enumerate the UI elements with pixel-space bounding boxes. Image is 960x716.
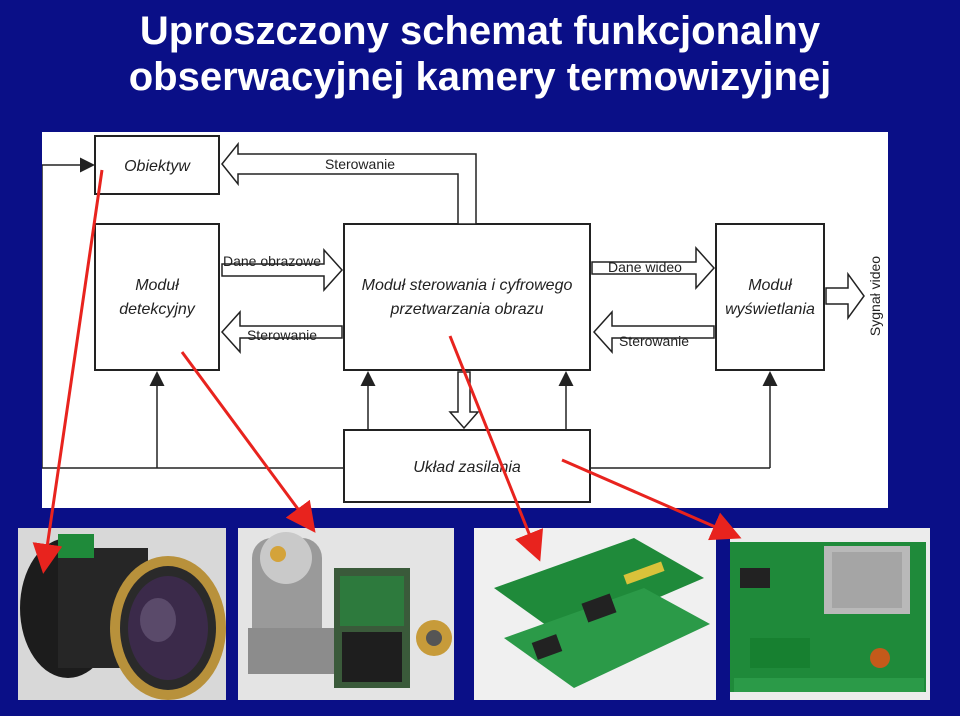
arrow-to-processing: [448, 335, 544, 562]
modul-detekcyjny-block: [94, 223, 220, 371]
arrow-to-detector: [180, 351, 316, 533]
modul-sterowania-label-1: Moduł sterowania i cyfrowego: [362, 277, 573, 294]
processing-board-photo: [474, 528, 716, 700]
uklad-zasilania-label: Układ zasilania: [413, 459, 521, 476]
dane-obrazowe-label: Dane obrazowe: [223, 253, 321, 269]
sterowanie-right-label: Sterowanie: [619, 333, 689, 349]
dane-wideo-label: Dane wideo: [608, 259, 682, 275]
modul-wyswietlania-block: [715, 223, 825, 371]
detector-module-photo: [238, 528, 454, 700]
sygnal-video-arrow: [825, 271, 865, 321]
modul-sterowania-block: [343, 223, 591, 371]
sygnal-video-label: Sygnał video: [867, 256, 883, 336]
modul-detekcyjny-label-1: Moduł: [135, 277, 179, 294]
control-to-power-arrow: [448, 371, 480, 430]
obiektyw-block: [94, 135, 220, 195]
sterowanie-top-arrow: [221, 141, 477, 225]
obiektyw-label: Obiektyw: [124, 158, 191, 175]
title-line-2: obserwacyjnej kamery termowizyjnej: [128, 55, 832, 99]
modul-detekcyjny-label-2: detekcyjny: [119, 301, 196, 318]
sterowanie-top-label: Sterowanie: [325, 156, 395, 172]
display-module-photo: [730, 528, 930, 700]
dane-wideo-arrow: [591, 246, 716, 290]
modul-wyswietlania-label-2: wyświetlania: [725, 301, 815, 318]
sterowanie-left-label: Sterowanie: [247, 327, 317, 343]
block-diagram: Obiektyw Sterowanie Moduł detekcyjny Dan…: [41, 132, 888, 508]
title-line-1: Uproszczony schemat funkcjonalny: [139, 9, 821, 53]
modul-wyswietlania-label-1: Moduł: [748, 277, 792, 294]
uklad-zasilania-block: [343, 429, 591, 503]
modul-sterowania-label-2: przetwarzania obrazu: [390, 301, 544, 318]
lens-photo: [18, 528, 226, 700]
arrow-to-lens: [32, 169, 104, 574]
sterowanie-right-arrow: [592, 310, 715, 354]
sterowanie-left-arrow: [220, 310, 343, 354]
arrow-to-display: [561, 458, 742, 541]
dane-obrazowe-arrow: [221, 248, 344, 292]
